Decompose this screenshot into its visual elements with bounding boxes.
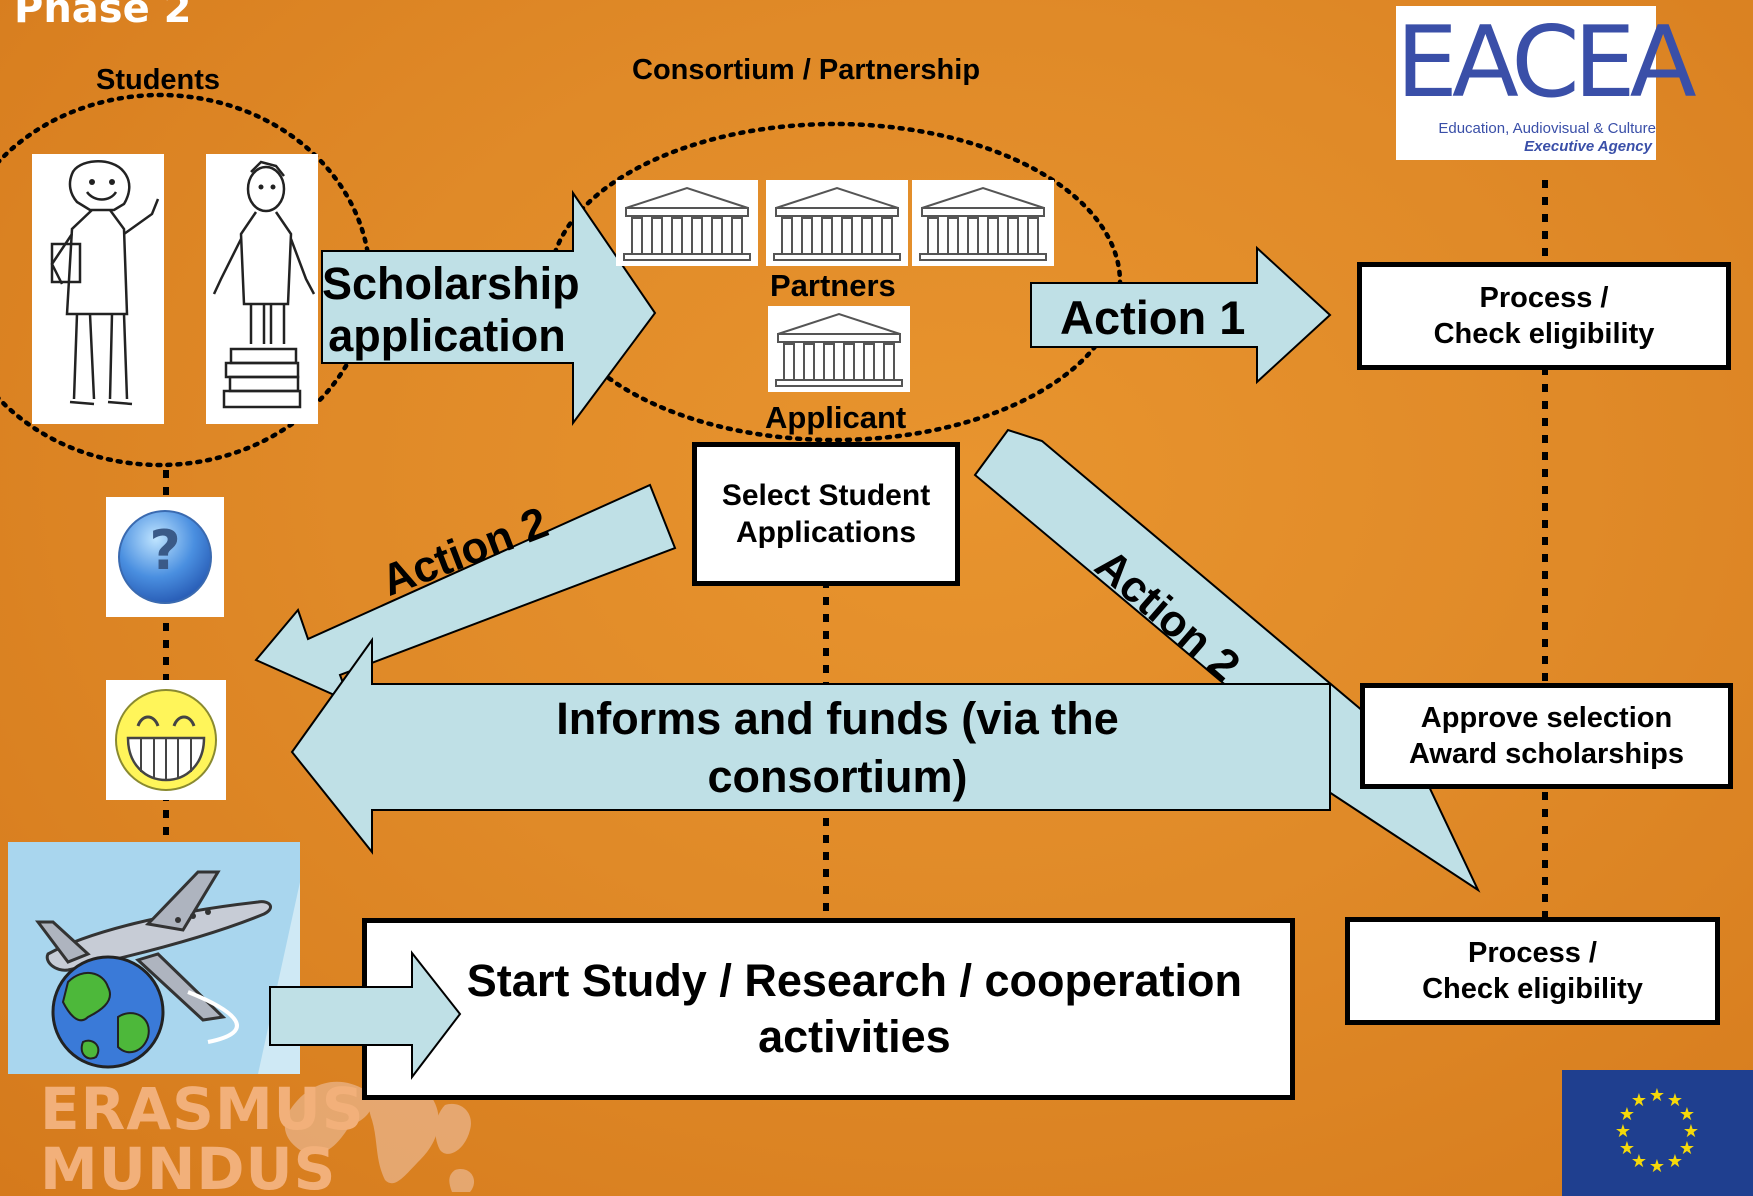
university-building-icon <box>912 180 1054 266</box>
svg-text:★: ★ <box>1667 1151 1683 1172</box>
eu-flag-icon: ★★★ ★★★ ★★★ ★★★ <box>1562 1070 1753 1196</box>
svg-text:★: ★ <box>1683 1121 1699 1142</box>
globe-icon <box>51 955 165 1069</box>
applicant-label: Applicant <box>765 400 907 435</box>
student-girl-icon <box>50 160 160 406</box>
start-line1: Start Study / Research / cooperation <box>466 955 1242 1006</box>
university-building-icon <box>766 180 908 266</box>
action2-right-arrow <box>973 428 1481 893</box>
process1-line2: Check eligibility <box>1433 318 1655 350</box>
svg-text:★: ★ <box>1619 1138 1635 1159</box>
question-icon: ? <box>106 497 224 617</box>
eacea-logo-text: EACEA <box>1396 6 1697 120</box>
applicant-building-icon <box>768 306 910 392</box>
scholarship-arrow-label: Scholarship application <box>322 258 580 362</box>
action2-left-arrow <box>254 483 677 704</box>
scholarship-line2: application <box>328 310 566 361</box>
action1-arrow <box>1030 245 1332 385</box>
partners-label: Partners <box>770 268 896 303</box>
smiley-icon <box>106 680 226 800</box>
select-student-box: Select Student Applications <box>692 442 960 586</box>
student-boy-icon <box>212 160 316 409</box>
informs-line2: consortium) <box>707 751 968 802</box>
eacea-subtitle-2: Executive Agency <box>1524 138 1652 155</box>
student-boy-drawing <box>206 154 318 424</box>
process-check-box-1: Process / Check eligibility <box>1357 262 1731 370</box>
start-line2: activities <box>758 1011 951 1062</box>
question-mark: ? <box>149 519 181 582</box>
svg-text:★: ★ <box>1631 1090 1647 1111</box>
erasmus-logo-line1: ERASMUS <box>40 1075 365 1143</box>
svg-text:★: ★ <box>1649 1156 1665 1177</box>
eacea-logo: EACEA Education, Audiovisual & Culture E… <box>1396 6 1697 160</box>
informs-line1: Informs and funds (via the <box>556 693 1119 744</box>
students-label: Students <box>96 64 221 96</box>
svg-text:★: ★ <box>1619 1104 1635 1125</box>
action1-label: Action 1 <box>1060 291 1246 344</box>
world-map-icon <box>284 1073 475 1192</box>
svg-text:★: ★ <box>1667 1090 1683 1111</box>
svg-text:★: ★ <box>1615 1121 1631 1142</box>
student-girl-drawing <box>32 154 164 424</box>
approve-line2: Award scholarships <box>1408 738 1685 770</box>
erasmus-logo-line2: MUNDUS <box>40 1135 337 1196</box>
process1-line1: Process / <box>1479 281 1609 314</box>
approve-selection-box: Approve selection Award scholarships <box>1360 683 1733 789</box>
process-check-box-2: Process / Check eligibility <box>1345 917 1720 1025</box>
informs-arrow <box>290 636 1331 855</box>
scholarship-arrow <box>321 189 657 427</box>
start-study-box: Start Study / Research / cooperation act… <box>362 918 1295 1100</box>
process2-line1: Process / <box>1468 936 1597 969</box>
select-line1: Select Student <box>721 478 931 512</box>
airplane-globe-clipart <box>8 842 300 1074</box>
scholarship-line1: Scholarship <box>322 258 580 309</box>
select-line2: Applications <box>735 516 916 549</box>
phase-title: Phase 2 <box>14 0 192 32</box>
svg-text:★: ★ <box>1679 1104 1695 1125</box>
eacea-subtitle-1: Education, Audiovisual & Culture <box>1438 120 1656 137</box>
svg-text:★: ★ <box>1679 1138 1695 1159</box>
university-building-icon <box>616 180 758 266</box>
consortium-label: Consortium / Partnership <box>632 54 981 86</box>
svg-text:★: ★ <box>1631 1151 1647 1172</box>
informs-arrow-label: Informs and funds (via the consortium) <box>420 690 1255 806</box>
airplane-icon <box>35 870 272 1044</box>
svg-text:★: ★ <box>1649 1085 1665 1106</box>
process2-line2: Check eligibility <box>1422 973 1643 1005</box>
approve-line1: Approve selection <box>1420 701 1673 734</box>
